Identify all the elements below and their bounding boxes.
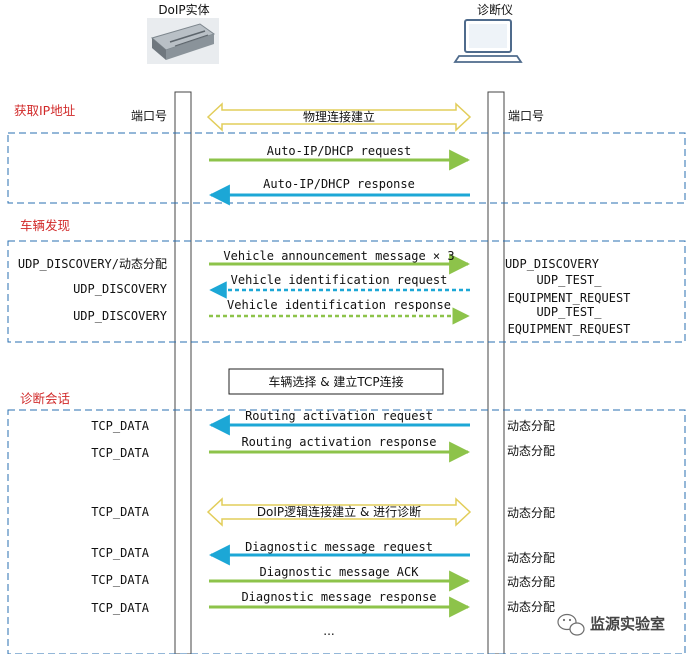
right-port-header: 端口号: [508, 109, 544, 123]
vehicle-identification-response-label: Vehicle identification response: [227, 298, 451, 312]
vehicle-identification-request-label: Vehicle identification request: [231, 273, 448, 287]
diagnostic-response-label: Diagnostic message response: [241, 590, 436, 604]
dhcp-response-label: Auto-IP/DHCP response: [263, 177, 415, 191]
ellipsis: ...: [323, 624, 334, 638]
left-port-header: 端口号: [131, 109, 167, 123]
left-port-8: TCP_DATA: [91, 601, 150, 615]
left-port-5: TCP_DATA: [91, 505, 150, 519]
left-port-3: TCP_DATA: [91, 419, 150, 433]
routing-activation-request-label: Routing activation request: [245, 409, 433, 423]
left-port-0: UDP_DISCOVERY/动态分配: [18, 257, 167, 271]
right-port-9: 动态分配: [507, 575, 555, 589]
doip-entity-title: DoIP实体: [158, 2, 209, 17]
laptop-icon: [453, 19, 523, 63]
doip-logical-connection-arrow: [206, 497, 472, 527]
right-port-10: 动态分配: [507, 600, 555, 614]
dhcp-request-label: Auto-IP/DHCP request: [267, 144, 412, 158]
watermark-text: 监源实验室: [590, 615, 665, 633]
right-port-0: UDP_DISCOVERY: [505, 257, 600, 271]
right-port-7: 动态分配: [507, 506, 555, 520]
left-port-4: TCP_DATA: [91, 446, 150, 460]
vehicle-selection-label: 车辆选择 & 建立TCP连接: [268, 374, 403, 389]
right-port-8: 动态分配: [507, 551, 555, 565]
tester-lifeline: [487, 91, 505, 654]
doip-entity-lifeline: [174, 91, 192, 654]
left-port-1: UDP_DISCOVERY: [73, 282, 168, 296]
right-port-1: UDP_TEST_: [536, 273, 602, 287]
right-port-5: 动态分配: [507, 419, 555, 433]
vehicle-selection-box: [228, 368, 444, 395]
section-title-discovery: 车辆发现: [20, 218, 70, 233]
left-port-2: UDP_DISCOVERY: [73, 309, 168, 323]
physical-connection-label: 物理连接建立: [303, 109, 375, 124]
section-frame-discovery: [7, 240, 686, 343]
routing-activation-response-label: Routing activation response: [241, 435, 436, 449]
doip-logical-connection-label: DoIP逻辑连接建立 & 进行诊断: [257, 504, 421, 519]
right-port-3: UDP_TEST_: [536, 305, 602, 319]
tester-title: 诊断仪: [477, 2, 513, 17]
left-port-6: TCP_DATA: [91, 546, 150, 560]
section-frame-ip: [7, 132, 686, 204]
section-frame-session: [7, 409, 686, 654]
diagnostic-request-label: Diagnostic message request: [245, 540, 433, 554]
wechat-icon: [557, 613, 585, 636]
right-port-6: 动态分配: [507, 444, 555, 458]
doip-entity-icon: [147, 18, 219, 64]
right-port-2: EQUIPMENT_REQUEST: [508, 291, 631, 305]
section-title-ip: 获取IP地址: [14, 103, 76, 118]
section-title-session: 诊断会话: [20, 391, 70, 406]
vehicle-announcement-label: Vehicle announcement message × 3: [223, 249, 454, 263]
physical-connection-arrow: [206, 102, 472, 132]
left-port-7: TCP_DATA: [91, 573, 150, 587]
diagnostic-ack-label: Diagnostic message ACK: [260, 565, 420, 579]
right-port-4: EQUIPMENT_REQUEST: [508, 322, 631, 336]
